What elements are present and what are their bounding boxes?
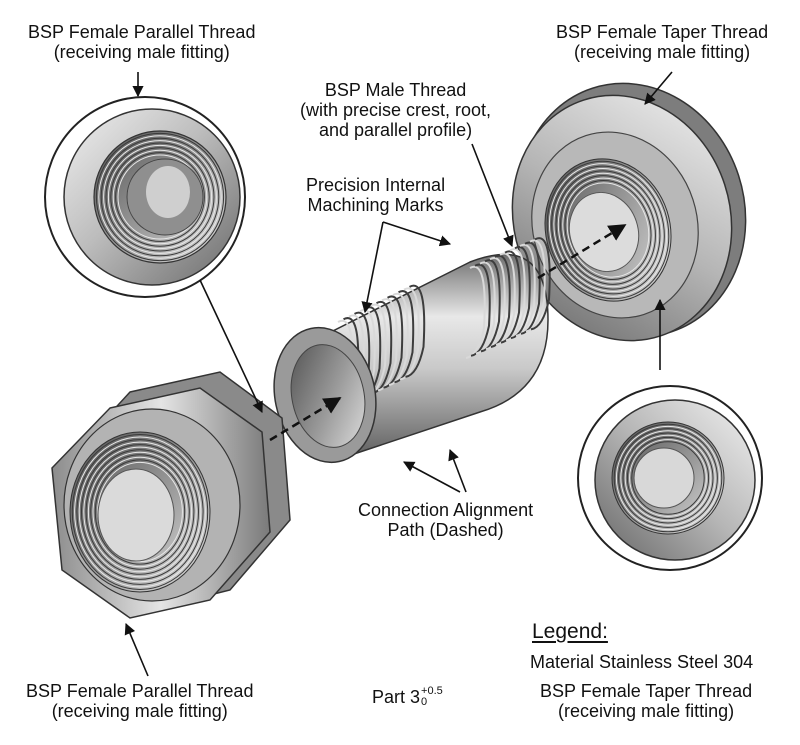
label-machining-marks-line2: Machining Marks (307, 195, 444, 216)
label-machining-marks: Precision Internal Machining Marks (306, 175, 445, 215)
thread-ring (551, 165, 665, 295)
thread-ring (566, 182, 650, 278)
thread-ring (115, 152, 205, 242)
thread-ring (103, 140, 217, 254)
leader-arrows (124, 71, 673, 677)
thread-ring (110, 147, 210, 247)
pipe-thread-crest (520, 241, 541, 335)
thread-ring (620, 430, 716, 526)
thread-ring (105, 142, 215, 252)
pipe-thread-crest (372, 300, 393, 395)
label-female-parallel-bottom-line1: BSP Female Parallel Thread (26, 681, 254, 701)
female-taper-thread-callout-bottom (577, 385, 763, 571)
alignment-paths (269, 223, 627, 442)
pipe-thread-crest (399, 287, 420, 381)
label-machining-marks-line1: Precision Internal (306, 175, 446, 195)
label-alignment-path-line2: Path (Dashed) (387, 520, 504, 541)
male-thread-nipple (273, 237, 551, 464)
legend-heading: Legend: (532, 620, 608, 643)
label-female-parallel-top-line2: (receiving male fitting) (53, 42, 230, 63)
label-female-taper-bottom-line1: BSP Female Taper Thread (540, 681, 753, 701)
pipe-thread-crest (394, 290, 415, 384)
pipe-thread-crest (388, 292, 409, 386)
thread-ring (562, 177, 654, 283)
pipe-thread-crest (470, 263, 491, 357)
label-female-parallel-top-line1: BSP Female Parallel Thread (28, 22, 256, 42)
thread-ring (76, 439, 204, 585)
part-label: Part 3 (372, 687, 421, 707)
pipe-thread-crest (515, 243, 536, 337)
label-male-thread-line1: BSP Male Thread (324, 80, 467, 100)
pipe-thread-crest (485, 257, 506, 351)
pipe-thread-crest (505, 248, 526, 342)
thread-ring (615, 425, 721, 531)
thread-ring (95, 132, 225, 262)
pipe-thread-crest (377, 298, 398, 392)
thread-ring (624, 434, 712, 522)
thread-ring (629, 439, 707, 517)
label-female-taper-top-line2: (receiving male fitting) (574, 42, 751, 63)
thread-ring (626, 436, 710, 520)
thread-ring (98, 135, 222, 259)
thread-ring (564, 179, 652, 281)
label-male-thread-line3: and parallel profile) (318, 120, 473, 141)
thread-ring (553, 167, 663, 293)
pipe-thread-crest (495, 252, 516, 346)
pipe-thread-crest (525, 239, 546, 333)
hex-union-fitting (51, 371, 291, 619)
pipe-thread-crest (475, 261, 496, 355)
thread-ring (90, 454, 190, 570)
label-male-thread-line2: (with precise crest, root, (300, 100, 492, 121)
thread-ring (613, 423, 723, 533)
pipe-thread-crest (383, 295, 404, 389)
thread-ring (74, 436, 206, 588)
thread-ring (548, 163, 668, 297)
label-male-thread: BSP Male Thread (with precise crest, roo… (300, 80, 491, 140)
pipe-thread-crest (530, 237, 551, 331)
thread-ring (107, 144, 213, 250)
thread-ring (112, 149, 208, 245)
thread-ring (100, 137, 220, 257)
thread-ring (618, 428, 718, 528)
label-female-taper-top: BSP Female Taper Thread (receiving male … (556, 22, 768, 62)
part-tolerance-lower: 0 (421, 696, 428, 708)
label-female-parallel-bottom: BSP Female Parallel Thread (receiving ma… (26, 681, 253, 721)
pipe-thread-crest (405, 284, 426, 378)
label-female-taper-bottom-line2: (receiving male fitting) (558, 701, 735, 722)
thread-ring (78, 441, 202, 583)
thread-ring (71, 434, 209, 590)
thread-ring (81, 444, 199, 580)
thread-ring (92, 456, 188, 568)
thread-ring (87, 451, 193, 573)
female-parallel-thread-callout-top (44, 96, 246, 298)
thread-ring (560, 175, 656, 285)
pipe-thread-crest (490, 254, 511, 348)
thread-ring (83, 446, 197, 578)
pipe-thread-crest (465, 265, 486, 359)
label-female-taper-top-line1: BSP Female Taper Thread (556, 22, 769, 42)
pipe-thread-crest (500, 250, 521, 344)
label-alignment-path: Connection Alignment Path (Dashed) (358, 500, 533, 540)
part-tolerance-upper: +0.5 (421, 685, 443, 697)
pipe-thread-crest (510, 246, 531, 340)
thread-ring (94, 459, 186, 565)
label-female-parallel-bottom-line2: (receiving male fitting) (51, 701, 228, 722)
thread-ring (546, 160, 670, 300)
label-female-parallel-top: BSP Female Parallel Thread (receiving ma… (28, 22, 255, 62)
pipe-thread-crest (480, 259, 501, 353)
thread-ring (622, 432, 714, 524)
label-female-taper-bottom: BSP Female Taper Thread (receiving male … (540, 681, 752, 721)
thread-ring (555, 170, 661, 290)
label-alignment-path-line1: Connection Alignment (358, 500, 534, 520)
thread-ring (557, 172, 659, 288)
thread-ring (631, 441, 705, 515)
thread-ring (85, 449, 195, 575)
female-taper-thread-fitting (511, 82, 747, 342)
legend-material: Material Stainless Steel 304 (530, 652, 754, 672)
